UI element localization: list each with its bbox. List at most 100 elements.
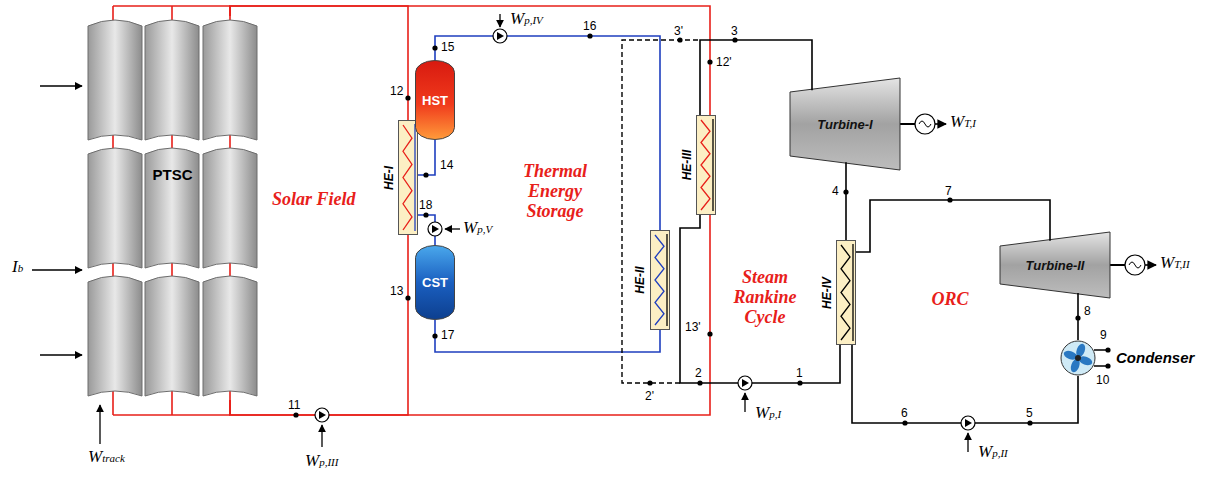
pump-symbol	[493, 29, 507, 43]
state-number: 16	[583, 19, 596, 33]
generator-symbol	[915, 114, 935, 134]
heat-exchanger: HE-III	[678, 115, 716, 215]
state-number: 12'	[716, 55, 732, 69]
generator-wave	[1129, 262, 1141, 268]
turbine-nozzle	[1077, 293, 1079, 298]
state-dot	[647, 380, 652, 385]
state-number: 18	[419, 198, 432, 212]
generator-wave	[919, 121, 931, 127]
collector-array: PTSC	[86, 16, 259, 400]
work-symbol: Wp,V	[463, 219, 492, 236]
exchanger-coil	[701, 120, 710, 210]
state-number: 9	[1100, 328, 1107, 342]
state-number: 7	[945, 184, 952, 198]
work-symbol: WT,II	[1160, 254, 1190, 271]
pump-work-arrow	[744, 393, 745, 412]
component-label: HE-I	[382, 166, 396, 190]
turbine-nozzle	[845, 162, 847, 170]
exchanger-body	[697, 116, 716, 215]
power-output-arrow	[935, 123, 946, 125]
work-symbol: WT,I	[950, 113, 976, 130]
condenser-casing	[1061, 341, 1095, 375]
component-label: HST	[422, 93, 448, 108]
exchanger-coil	[655, 235, 664, 325]
exchanger-channel	[414, 124, 415, 231]
collector-panel	[145, 148, 199, 268]
state-number: 3'	[674, 24, 683, 38]
state-number: 13	[390, 284, 403, 298]
state-dot	[293, 412, 298, 417]
sun-ray-arrow	[40, 354, 82, 355]
exchanger-channel	[852, 244, 853, 341]
state-dot	[1105, 363, 1110, 368]
state-number: 6	[901, 406, 908, 420]
hot-storage-tank: HST	[415, 60, 455, 140]
state-dot	[677, 37, 682, 42]
collector-panel	[203, 148, 257, 268]
pump-impeller	[319, 411, 326, 419]
state-dot	[1027, 420, 1032, 425]
pump-symbol	[315, 408, 329, 422]
condenser: Condenser	[1060, 340, 1200, 376]
state-dot	[843, 189, 848, 194]
exchanger-body	[837, 241, 856, 345]
state-dot	[1075, 315, 1080, 320]
component-label: PTSC	[152, 166, 192, 183]
state-dot	[707, 331, 712, 336]
tracking-work-arrow	[99, 405, 100, 444]
work-symbol: Wp,I	[755, 404, 781, 421]
pump-casing	[428, 222, 442, 236]
exchanger-channel	[712, 119, 713, 211]
state-dot	[707, 59, 712, 64]
state-number: 5	[1026, 406, 1033, 420]
state-number: 13'	[685, 320, 701, 334]
state-number: 3	[731, 24, 738, 38]
pump-casing	[738, 376, 752, 390]
pipe-connector	[230, 215, 710, 415]
exchanger-body	[651, 231, 670, 330]
pipe-connector	[230, 6, 710, 115]
sun-ray-arrow	[32, 269, 82, 270]
heat-exchanger: HE-II	[630, 230, 670, 330]
fan-hub	[1075, 355, 1081, 361]
heat-exchanger: HE-IV	[818, 240, 856, 345]
work-symbol: Wtrack	[88, 448, 125, 465]
state-dot	[432, 333, 437, 338]
exchanger-coil	[403, 125, 412, 230]
pump-symbol	[961, 416, 975, 430]
state-number: 1	[796, 366, 803, 380]
pump-symbol	[738, 376, 752, 390]
turbine-nozzle	[811, 78, 813, 90]
pump-casing	[493, 29, 507, 43]
region-label: Steam Rankine Cycle	[719, 268, 811, 327]
component-label: Condenser	[1116, 340, 1194, 376]
cold-storage-tank: CST	[415, 245, 455, 320]
pump-casing	[315, 408, 329, 422]
exchanger-channel	[666, 234, 667, 326]
state-dot	[797, 380, 802, 385]
state-dot	[432, 45, 437, 50]
state-dot	[405, 295, 410, 300]
collector-array-outline	[86, 16, 259, 400]
exchanger-body	[399, 121, 418, 235]
state-number: 4	[832, 184, 839, 198]
pump-work-arrow	[321, 425, 322, 447]
tank-body	[416, 246, 455, 320]
turbine-body	[1000, 232, 1110, 298]
pump-impeller	[497, 32, 504, 40]
pipe-connector	[435, 320, 660, 352]
region-label: ORC	[931, 290, 968, 310]
component-label: Turbine-II	[1026, 258, 1085, 273]
state-number: 11	[288, 398, 300, 412]
state-number: 2'	[645, 389, 654, 403]
state-dot	[902, 420, 907, 425]
pump-work-arrow	[967, 433, 968, 452]
component-label: HE-III	[680, 150, 694, 181]
generator-symbol	[1125, 255, 1145, 275]
work-symbol: Wp,II	[978, 443, 1008, 460]
exchanger-coil	[841, 245, 850, 340]
state-dot	[587, 33, 592, 38]
pipe-connector	[435, 36, 660, 230]
state-number: 17	[441, 328, 454, 342]
bypass-dashed-pipe	[622, 40, 700, 383]
